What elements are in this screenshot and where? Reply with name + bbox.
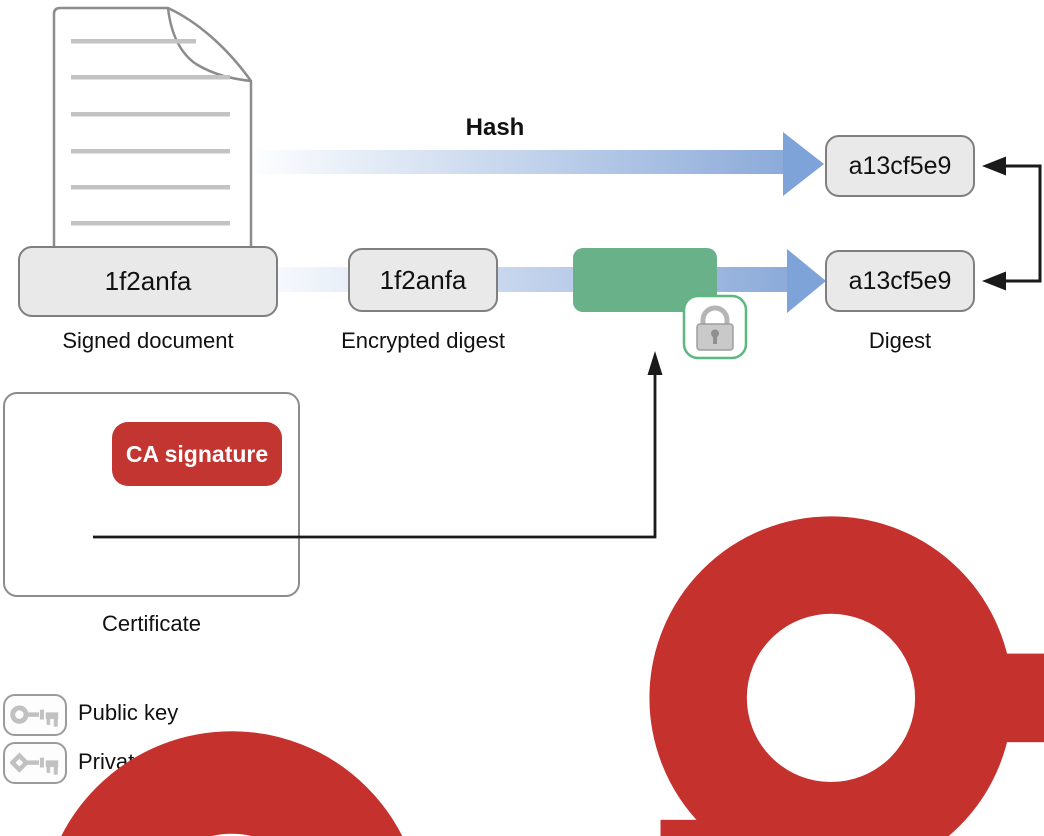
compare-connector-icon [982,156,1042,291]
public-key-icon [10,702,60,729]
document-icon [52,6,253,252]
digest-top-box: a13cf5e9 [825,135,975,197]
digest-bottom-box: a13cf5e9 [825,250,975,312]
encrypted-digest-value: 1f2anfa [379,264,467,295]
public-key-legend-badge [3,694,67,736]
encrypted-digest-box: 1f2anfa [348,248,498,312]
signed-document-box: 1f2anfa [18,246,278,317]
document-text-lines [71,39,230,226]
signed-document-label: Signed document [62,328,234,353]
hash-label: Hash [465,114,525,141]
public-key-label: Public key [78,700,179,725]
private-key-label: Private key [78,749,187,774]
digest-bottom-value: a13cf5e9 [848,266,952,295]
verification-public-key-icon [698,565,1044,836]
digest-top-value: a13cf5e9 [848,151,952,180]
ca-signature-badge: CA signature [112,422,282,486]
digest-label: Digest [868,328,932,353]
certificate-label: Certificate [101,611,202,636]
lock-icon [696,305,734,351]
private-key-legend-badge [3,742,67,784]
ownership-note: Color indicates ownership [76,804,328,829]
encrypted-digest-label: Encrypted digest [341,328,505,353]
decryption-box [573,248,717,312]
private-key-icon [10,750,60,777]
signed-document-value: 1f2anfa [104,266,192,296]
